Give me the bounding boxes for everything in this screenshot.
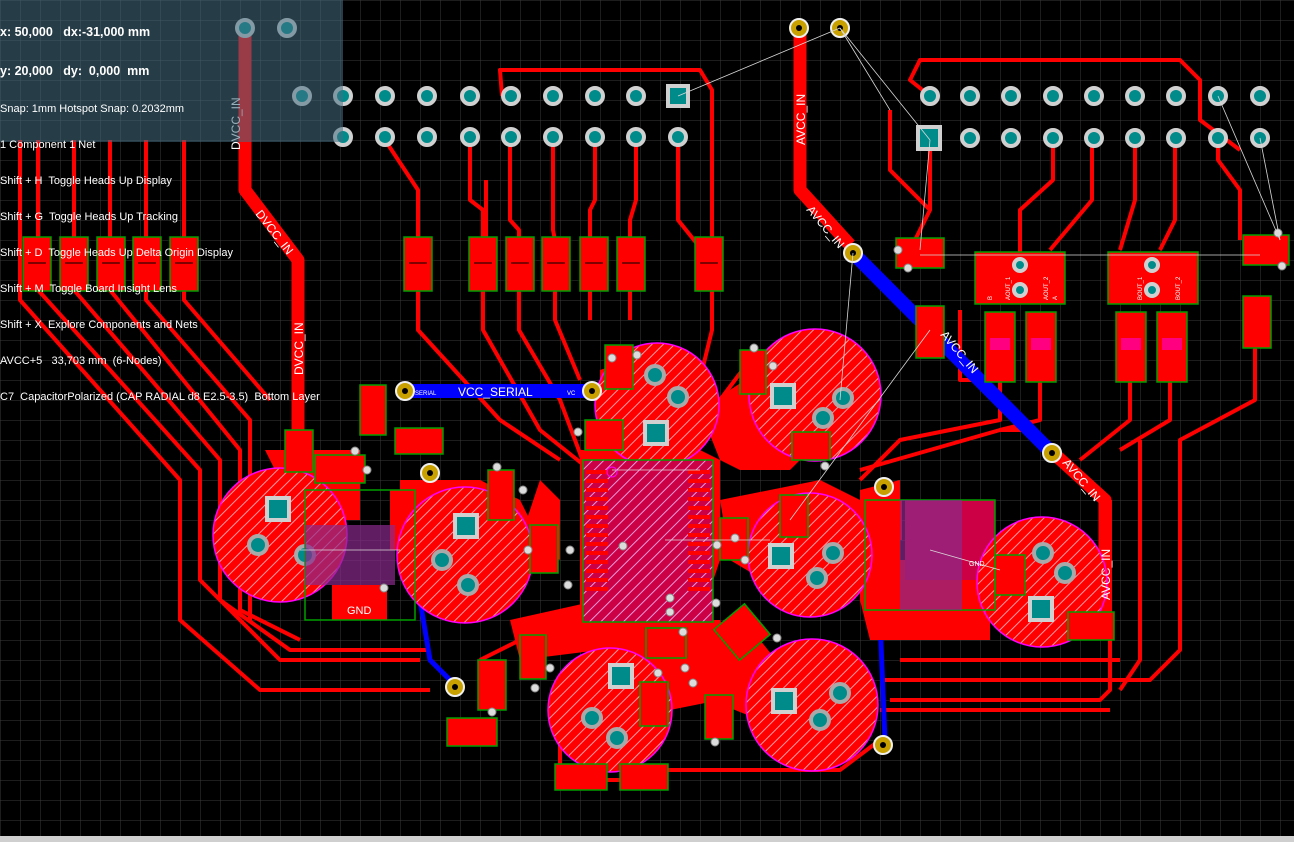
header-pins-left[interactable] <box>235 18 690 147</box>
net-label-aout2: AOUT_2 <box>1044 276 1050 300</box>
net-label-vcc-serial: VCC_SERIAL <box>458 385 533 399</box>
net-label-vc-small: VC <box>567 391 576 397</box>
capacitor-c-mid <box>747 492 873 618</box>
hud-shortcut-tracking: Shift + G Toggle Heads Up Tracking <box>0 211 179 223</box>
net-label-avcc-right: AVCC_IN <box>1099 549 1113 600</box>
hud-component-info: C7 CapacitorPolarized (CAP RADIAL d8 E2.… <box>0 391 320 403</box>
horizontal-scrollbar[interactable] <box>0 836 1294 842</box>
net-label-avcc-top: AVCC_IN <box>794 94 808 145</box>
hud-x-coordinate: x: 50,000 dx:-31,000 mm <box>0 25 151 39</box>
net-label-gnd-left: GND <box>347 605 372 617</box>
small-vias[interactable] <box>350 228 1287 747</box>
net-label-gnd-right: GND <box>969 561 985 568</box>
net-label-dvcc-mid: DVCC_IN <box>292 322 306 375</box>
ic-chip-main[interactable] <box>582 459 714 623</box>
capacitor-c-top2 <box>748 328 882 462</box>
bottom-layer-traces[interactable] <box>405 248 1057 741</box>
hud-snap-info: Snap: 1mm Hotspot Snap: 0.2032mm <box>0 103 185 115</box>
hud-y-coordinate: y: 20,000 dy: 0,000 mm <box>0 64 150 78</box>
ratsnest-lines <box>300 27 1281 571</box>
capacitor-c-bot1 <box>547 647 673 773</box>
heads-up-display: x: 50,000 dx:-31,000 mm y: 20,000 dy: 0,… <box>0 0 343 403</box>
net-label-bout1: BOUT_1 <box>1138 276 1144 300</box>
capacitor-c-bot2 <box>745 638 879 772</box>
hud-shortcut-explore: Shift + X Explore Components and Nets <box>0 319 198 331</box>
net-label-bout2: BOUT_2 <box>1176 276 1182 300</box>
hud-shortcut-delta: Shift + D Toggle Heads Up Delta Origin D… <box>0 247 234 259</box>
net-label-a: A <box>1053 296 1059 300</box>
hud-shortcut-lens: Shift + M Toggle Board Insight Lens <box>0 283 177 295</box>
capacitor-pads[interactable] <box>247 364 1076 749</box>
hud-selection-info: 1 Component 1 Net <box>0 139 96 151</box>
smd-components[interactable] <box>22 234 1290 791</box>
net-label-b: B <box>988 296 994 300</box>
regulator-right[interactable] <box>864 499 996 611</box>
regulator-left[interactable] <box>304 489 416 621</box>
net-label-aout1: AOUT_1 <box>1006 276 1012 300</box>
hud-net-info: AVCC+5 33,703 mm (6-Nodes) <box>0 355 162 367</box>
hud-shortcut-heads-up: Shift + H Toggle Heads Up Display <box>0 175 172 187</box>
net-label-serial-small: SERIAL <box>415 391 437 397</box>
